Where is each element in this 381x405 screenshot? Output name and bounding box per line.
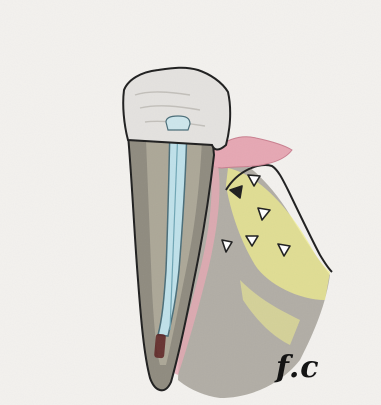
artist-signature: f.c xyxy=(276,350,320,385)
